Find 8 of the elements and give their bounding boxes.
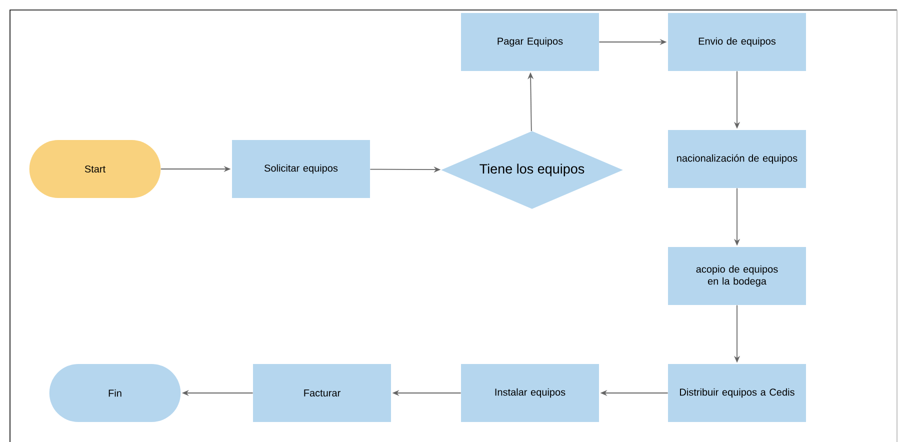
process-box: Instalar equipos [461,364,599,422]
process-box: acopio de equipos en la bodega [668,247,806,305]
process-box: Solicitar equipos [232,140,370,198]
process-box: Distribuir equipos a Cedis [668,364,806,422]
process-box: nacionalización de equipos [668,130,806,188]
process-box: Facturar [253,364,391,422]
process-box: Envio de equipos [668,13,806,71]
process-box: Pagar Equipos [461,13,599,71]
